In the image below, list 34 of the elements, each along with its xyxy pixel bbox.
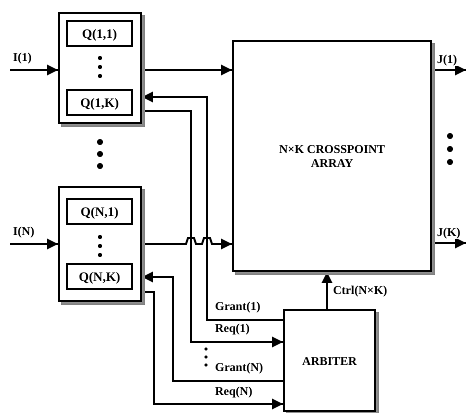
arrow: [142, 92, 283, 321]
edge-label: Ctrl(N×K): [332, 284, 388, 297]
arrow: [142, 237, 232, 250]
arrow: [432, 64, 466, 76]
node-label: N×K CROSSPOINT ARRAY: [278, 142, 386, 170]
arrow: [10, 238, 58, 250]
edge-label: Req(N): [214, 385, 254, 398]
queue-box: [66, 263, 133, 290]
queue-group-box: [58, 12, 142, 124]
arrow: [432, 238, 466, 248]
edge-label: I(1): [12, 51, 33, 64]
node-label: Q(N,K): [78, 270, 122, 284]
arrow: [10, 64, 58, 76]
arrow: [322, 272, 332, 309]
edge-label: Grant(N): [214, 361, 264, 374]
edge-label: J(1): [436, 53, 458, 66]
crosspoint-array-box: [232, 40, 432, 272]
arbiter-box: [283, 309, 376, 412]
edge-label: I(N): [12, 225, 36, 238]
edge-label: Req(1): [214, 322, 251, 335]
queue-box: [66, 198, 133, 225]
node-label: ARBITER: [301, 354, 358, 368]
edge-label: J(K): [436, 226, 462, 239]
node-label: Q(N,1): [80, 204, 120, 218]
arrow: [142, 110, 283, 348]
arrow: [142, 272, 283, 382]
queue-box: [66, 20, 133, 47]
arrow: [142, 291, 283, 410]
node-label: Q(1,K): [79, 96, 120, 110]
queue-group-box: [58, 186, 142, 302]
edge-label: Grant(1): [214, 300, 262, 313]
arrow: [142, 64, 232, 76]
queue-box: [66, 89, 133, 116]
node-label: Q(1,1): [80, 26, 118, 40]
